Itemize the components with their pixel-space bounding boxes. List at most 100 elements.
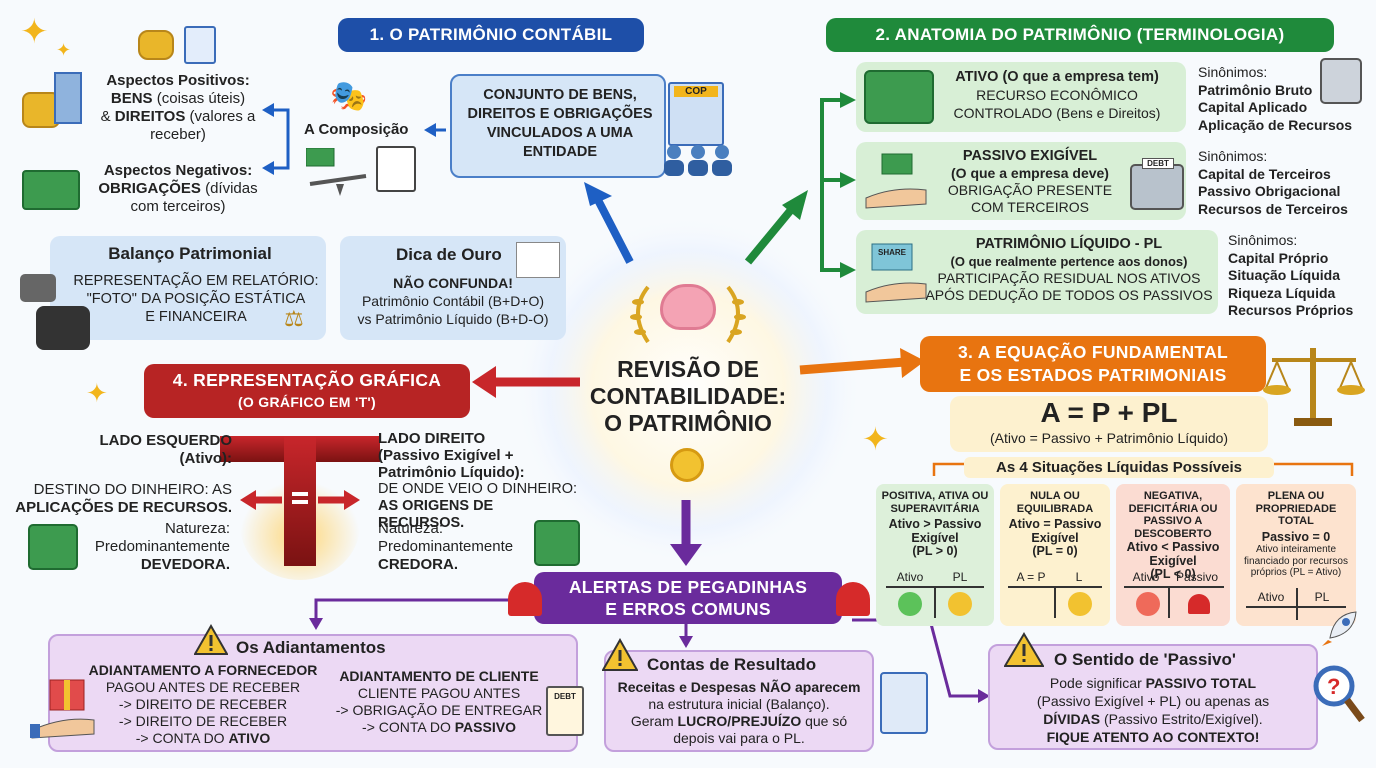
document-icon	[184, 26, 216, 64]
sit4-left: Ativo	[1257, 590, 1285, 604]
mini-balance-sheet-icon	[516, 242, 560, 278]
scale-icon	[305, 147, 370, 198]
sit1-tchart: Ativo PL	[886, 568, 984, 618]
section4-header-line2: (O GRÁFICO EM 'T')	[237, 394, 377, 410]
balanco-line3: E FINANCEIRA	[145, 309, 247, 325]
balanco-line1: REPRESENTAÇÃO EM RELATÓRIO:	[73, 273, 319, 289]
section1-header: 1. O PATRIMÔNIO CONTÁBIL	[338, 18, 644, 52]
sit4-right: PL	[1314, 590, 1330, 604]
pl-syn-title: Sinônimos:	[1228, 232, 1298, 248]
hand-money-icon	[864, 150, 928, 212]
bens-desc: (coisas úteis)	[152, 90, 246, 107]
passivo-line2: COM TERCEIROS	[971, 199, 1089, 215]
camera-large-icon	[36, 306, 90, 350]
dica-line1: NÃO CONFUNDA!	[393, 275, 513, 291]
sit1-pl: (PL > 0)	[912, 544, 958, 558]
sentido-line4: FIQUE ATENTO AO CONTEXTO!	[1046, 729, 1260, 745]
contas-line3a: Geram	[630, 713, 678, 729]
ativo-text: ATIVO (O que a empresa tem) RECURSO ECON…	[932, 68, 1182, 122]
section4-header-line1: 4. REPRESENTAÇÃO GRÁFICA	[172, 370, 442, 390]
left-nature2: Predominantemente	[94, 538, 230, 555]
sit2-title: NULA OU EQUILIBRADA	[1016, 490, 1094, 515]
rocket-icon	[1320, 608, 1360, 648]
report-icon	[880, 672, 928, 734]
equation-sub: (Ativo = Passivo + Patrimônio Líquido)	[989, 430, 1229, 446]
left-desc2: APLICAÇÕES DE RECURSOS.	[15, 499, 232, 516]
sit3-rule: Ativo < Passivo Exigível	[1126, 540, 1220, 568]
pl-line2: APÓS DEDUÇÃO DE TODOS OS PASSIVOS	[925, 287, 1213, 303]
warning-icon	[193, 623, 229, 656]
svg-text:?: ?	[1327, 674, 1340, 699]
debt-document-icon: DEBT	[546, 686, 584, 736]
sit3-left: Ativo	[1132, 570, 1160, 584]
contas-card	[604, 650, 874, 752]
sit4-title: PLENA OU PROPRIEDADE TOTAL	[1255, 490, 1337, 527]
ativo-line2: CONTROLADO (Bens e Direitos)	[953, 105, 1161, 121]
dica-title: Dica de Ouro	[396, 245, 502, 264]
siren-icon	[836, 582, 870, 616]
section3-header-line2: E OS ESTADOS PATRIMONIAIS	[959, 365, 1227, 385]
left-side-text: LADO ESQUERDO (Ativo):	[20, 432, 232, 468]
ativo-synonyms: Sinônimos: Patrimônio Bruto Capital Apli…	[1198, 64, 1352, 134]
alerts-header-line2: E ERROS COMUNS	[605, 599, 771, 619]
fornecedor-line4: -> CONTA DO	[135, 730, 229, 746]
right-desc1: DE ONDE VEIO O DINHEIRO:	[378, 481, 577, 497]
money-stack-icon	[864, 70, 934, 124]
cliente-line1: CLIENTE PAGOU ANTES	[357, 685, 521, 701]
star-icon: ✦	[862, 421, 889, 457]
sentido-total: PASSIVO TOTAL	[1145, 675, 1257, 691]
camera-icon	[20, 274, 56, 302]
positive-title: Aspectos Positivos:	[106, 72, 250, 89]
cliente-title: ADIANTAMENTO DE CLIENTE	[339, 668, 539, 684]
sit1-left: Ativo	[896, 570, 924, 584]
bens-label: BENS	[110, 90, 153, 107]
siren-icon	[1188, 594, 1210, 614]
safe-icon	[1320, 58, 1362, 104]
sit2-right: L	[1075, 570, 1083, 584]
fornecedor-block: ADIANTAMENTO A FORNECEDOR PAGOU ANTES DE…	[80, 662, 326, 747]
definition-card	[450, 74, 666, 178]
pl-text: PATRIMÔNIO LÍQUIDO - PL (O que realmente…	[924, 236, 1214, 304]
sit2-pl: (PL = 0)	[1032, 544, 1078, 558]
fornecedor-line2: -> DIREITO DE RECEBER	[118, 696, 288, 712]
magnifier-question-icon: ?	[1310, 662, 1366, 728]
company-building-icon: COP	[668, 82, 724, 146]
share-label: SHARE	[877, 248, 906, 257]
warning-icon	[1003, 632, 1045, 668]
negative-aspects: Aspectos Negativos: OBRIGAÇÕES (dívidas …	[88, 162, 268, 216]
right-title2: (Passivo Exigível +	[378, 447, 514, 464]
sit4-pl: Ativo inteiramente financiado por recurs…	[1244, 544, 1348, 578]
justice-scale-icon	[1262, 340, 1366, 428]
sentido-line3: (Passivo Estrito/Exigível).	[1100, 711, 1263, 727]
balanco-title: Balanço Patrimonial	[108, 244, 272, 263]
coins-icon	[138, 30, 174, 60]
happy-face-icon	[898, 592, 922, 616]
balanco-line2: "FOTO" DA POSIÇÃO ESTÁTICA	[86, 291, 306, 307]
fornecedor-line1: PAGOU ANTES DE RECEBER	[105, 679, 301, 695]
building-icon	[54, 72, 82, 124]
money-in-icon	[534, 520, 580, 566]
sit3-title: NEGATIVA, DEFICITÁRIA OU PASSIVO A DESCO…	[1128, 490, 1218, 540]
right-nature3: CREDORA.	[378, 556, 459, 573]
contas-desc: Receitas e Despesas NÃO aparecem na estr…	[608, 679, 870, 747]
and-label: &	[100, 108, 115, 125]
sit1-title: POSITIVA, ATIVA OU SUPERAVITÁRIA	[881, 490, 989, 515]
contas-title: Contas de Resultado	[647, 655, 817, 674]
equation-card	[950, 396, 1268, 452]
sit1-right: PL	[952, 570, 968, 584]
sentido-dividas: DÍVIDAS	[1043, 711, 1101, 727]
sit2-tchart: A = P L	[1008, 568, 1102, 618]
left-nature3: DEVEDORA.	[140, 556, 230, 573]
negative-line2: com terceiros)	[130, 198, 226, 215]
sparkle-icon: ✦	[86, 378, 108, 408]
contas-lucro: LUCRO/PREJUÍZO	[677, 713, 802, 729]
definition-text: CONJUNTO DE BENS, DIREITOS E OBRIGAÇÕES …	[467, 87, 653, 160]
equation: A = P + PL	[1040, 397, 1178, 428]
warning-icon	[601, 637, 639, 672]
happy-face-icon	[948, 592, 972, 616]
pl-card	[856, 230, 1218, 314]
pl-synonyms: Sinônimos: Capital Próprio Situação Líqu…	[1228, 232, 1353, 320]
pl-title: PATRIMÔNIO LÍQUIDO - PL	[975, 236, 1163, 252]
pl-syn-2: Situação Líquida	[1228, 267, 1341, 283]
